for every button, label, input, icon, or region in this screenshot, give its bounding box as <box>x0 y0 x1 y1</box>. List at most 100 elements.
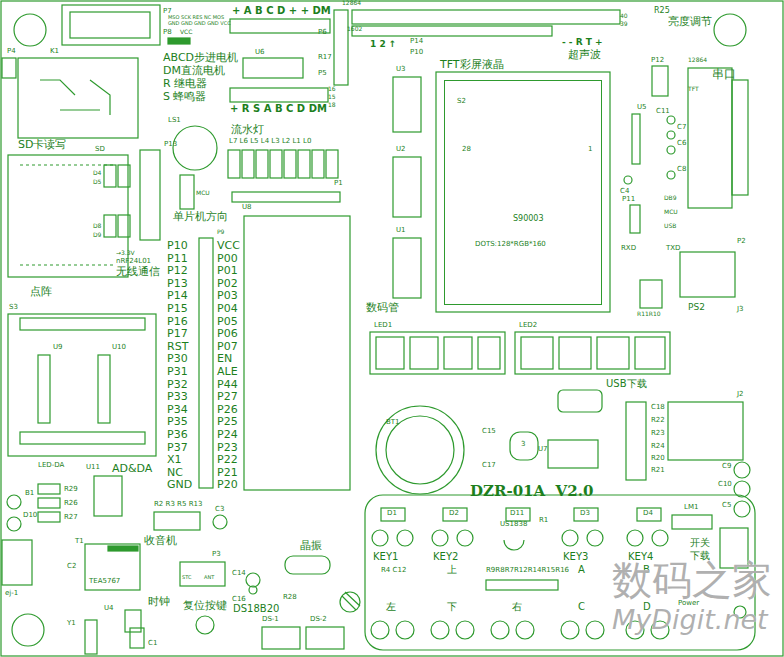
silkscreen-label: U1 <box>396 227 406 234</box>
silkscreen-label: D11 <box>510 510 524 517</box>
silkscreen-label: VCC <box>217 240 240 251</box>
silkscreen-label: 单片机方向 <box>173 211 228 222</box>
silkscreen-label: ej-1 <box>5 590 18 597</box>
silkscreen-label: R23 <box>651 430 665 437</box>
silkscreen-label: C15 <box>482 428 496 435</box>
silkscreen-label: P37 <box>167 442 188 453</box>
silkscreen-label: NC <box>167 467 183 478</box>
silkscreen-label: R24 <box>651 443 665 450</box>
silkscreen-label: VCC <box>180 29 192 35</box>
silkscreen-label: U4 <box>104 605 114 612</box>
silkscreen-label: nRF24L01 <box>116 258 151 265</box>
silkscreen-label: P11 <box>622 196 635 203</box>
silkscreen-label: P5 <box>318 70 327 77</box>
silkscreen-label: C11 <box>656 108 670 115</box>
silkscreen-label: R2 R3 R5 R13 <box>154 501 202 508</box>
silkscreen-label: P22 <box>217 454 238 465</box>
silkscreen-label: P1 <box>334 180 343 187</box>
silkscreen-label: R21 <box>651 467 665 474</box>
silkscreen-label: 15 <box>328 94 336 100</box>
silkscreen-label: R9R8R7R12R14R15R16 <box>486 567 569 574</box>
silkscreen-label: GND <box>167 479 192 490</box>
silkscreen-label: D1 <box>387 510 397 517</box>
silkscreen-label: P10 <box>410 49 423 56</box>
silkscreen-label: P12 <box>651 57 664 64</box>
silkscreen-label: C7 <box>677 124 686 131</box>
silkscreen-label: U6 <box>255 49 265 56</box>
silkscreen-label: 40 <box>620 13 628 19</box>
silkscreen-label: ALE <box>217 366 238 377</box>
silkscreen-label: P23 <box>217 442 238 453</box>
silkscreen-label: C <box>578 602 585 612</box>
silkscreen-label: MSO SCK RES NC MOS <box>168 15 224 20</box>
silkscreen-label: C3 <box>215 506 224 513</box>
silkscreen-label: P24 <box>217 429 238 440</box>
silkscreen-label: 1 2 ↑ <box>370 40 396 49</box>
silkscreen-label: P04 <box>217 303 238 314</box>
silkscreen-label: TEA5767 <box>89 578 120 585</box>
silkscreen-label: 数码管 <box>366 302 399 313</box>
silkscreen-label: P17 <box>167 328 188 339</box>
silkscreen-label: + A B C D + + DM <box>232 6 331 16</box>
silkscreen-label: P00 <box>217 253 238 264</box>
silkscreen-label: 超声波 <box>568 49 601 60</box>
lcd-window: S90003DOTS:128*RGB*160 <box>444 80 602 305</box>
silkscreen-label: C16 <box>232 596 246 603</box>
silkscreen-label: R20 <box>651 455 665 462</box>
silkscreen-label: BT1 <box>386 419 400 426</box>
silkscreen-label: R11R10 <box>637 311 661 317</box>
silkscreen-label: 开关 <box>690 538 710 548</box>
silkscreen-label: S 蜂鸣器 <box>163 91 206 102</box>
silkscreen-label: 12864 <box>688 57 707 63</box>
silkscreen-label: 上 <box>447 565 457 575</box>
silkscreen-label: KEY2 <box>433 552 458 562</box>
silkscreen-label: PS2 <box>688 303 705 312</box>
silkscreen-label: U9 <box>53 344 63 351</box>
silkscreen-label: C1 <box>148 640 157 647</box>
silkscreen-label: P12 <box>167 265 188 276</box>
silkscreen-label: P8 <box>163 29 172 36</box>
silkscreen-label: + R S A B C D DM <box>230 104 327 114</box>
silkscreen-label: 28 <box>462 146 471 153</box>
silkscreen-label: T1 <box>75 538 84 545</box>
silkscreen-label: DM直流电机 <box>163 65 225 76</box>
silkscreen-label: P11 <box>167 253 188 264</box>
silkscreen-label: C8 <box>677 166 686 173</box>
silkscreen-label: P34 <box>167 404 188 415</box>
silkscreen-label: P05 <box>217 316 238 327</box>
silkscreen-label: P10 <box>167 240 188 251</box>
silkscreen-label: C9 <box>722 463 731 470</box>
silkscreen-label: RXD <box>621 245 636 252</box>
silkscreen-label: C17 <box>482 462 496 469</box>
silkscreen-label: 复位按键 <box>183 600 227 611</box>
silkscreen-label: DS18B20 <box>233 604 279 614</box>
silkscreen-label: 点阵 <box>30 286 52 297</box>
silkscreen-label: 18 <box>328 102 336 108</box>
silkscreen-label: P20 <box>217 479 238 490</box>
silkscreen-label: →3.3V <box>116 250 135 256</box>
silkscreen-label: P21 <box>217 467 238 478</box>
module-text: DOTS:128*RGB*160 <box>475 241 546 248</box>
silkscreen-label: P14 <box>410 38 423 45</box>
silkscreen-label: Y1 <box>67 620 76 627</box>
silkscreen-label: R1 <box>539 517 548 524</box>
silkscreen-label: R 继电器 <box>163 78 207 89</box>
silkscreen-label: P36 <box>167 429 188 440</box>
silkscreen-label: LED2 <box>519 322 537 329</box>
module-text: S90003 <box>513 215 544 223</box>
silkscreen-label: KEY3 <box>563 552 588 562</box>
silkscreen-label: B1 <box>25 490 34 497</box>
silkscreen-label: C18 <box>651 404 665 411</box>
silkscreen-label: P26 <box>217 404 238 415</box>
silkscreen-label: U3 <box>396 66 406 73</box>
silkscreen-label: P4 <box>7 48 16 55</box>
watermark: MyDigit.net <box>612 606 768 633</box>
silkscreen-label: P7 <box>163 8 172 15</box>
silkscreen-label: P13 <box>167 278 188 289</box>
silkscreen-label: RST <box>167 341 188 352</box>
silkscreen-label: 收音机 <box>144 535 177 546</box>
silkscreen-label: P6 <box>318 29 327 36</box>
silkscreen-label: P31 <box>167 366 188 377</box>
silkscreen-label: R4 C12 <box>381 567 406 574</box>
silkscreen-label: U5 <box>637 104 647 111</box>
